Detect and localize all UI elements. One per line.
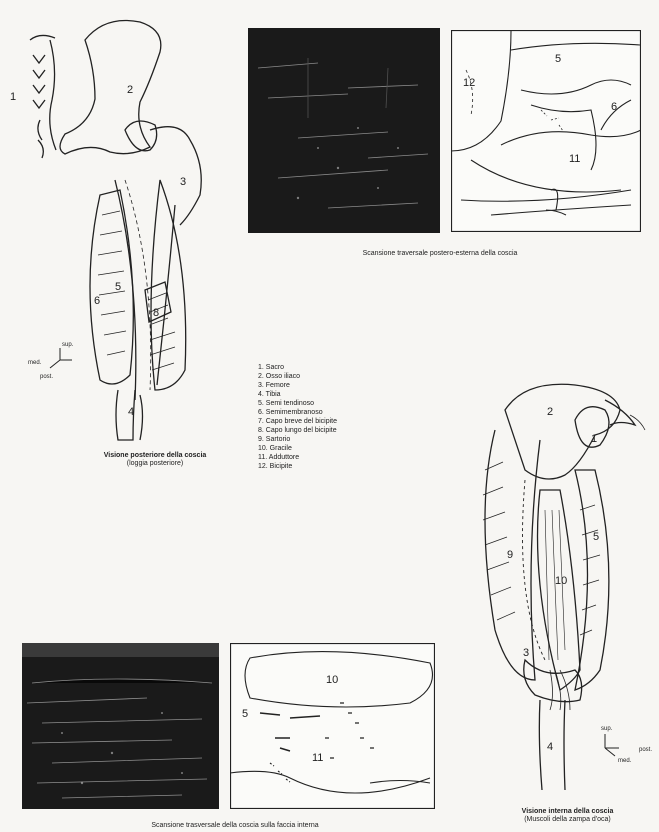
legend-item: 4. Tibia xyxy=(258,390,337,399)
svg-text:3: 3 xyxy=(523,647,529,659)
svg-text:sup.: sup. xyxy=(601,726,613,732)
schematic-top: 12 5 6 11 xyxy=(451,30,641,232)
ilium-outline xyxy=(60,20,161,154)
svg-text:4: 4 xyxy=(547,741,553,753)
internal-caption: Visione interna della coscia (Muscoli de… xyxy=(480,808,655,824)
svg-text:5: 5 xyxy=(555,53,561,65)
posterior-thigh-illustration: 1 2 3 4 5 6 8 sup. med. post. xyxy=(0,0,240,470)
legend-list: 1. Sacro 2. Osso iliaco 3. Femore 4. Tib… xyxy=(258,363,337,471)
svg-text:6: 6 xyxy=(611,101,617,113)
svg-text:1: 1 xyxy=(591,433,597,445)
legend-item: 1. Sacro xyxy=(258,363,337,372)
ultrasound-top-image xyxy=(248,28,440,233)
svg-text:med.: med. xyxy=(618,758,632,764)
posterior-caption: Visione posteriore della coscia (loggia … xyxy=(85,452,225,468)
svg-text:11: 11 xyxy=(569,153,580,165)
svg-text:9: 9 xyxy=(507,549,513,561)
internal-caption-title: Visione interna della coscia xyxy=(480,808,655,816)
svg-text:12: 12 xyxy=(463,77,475,89)
svg-text:2: 2 xyxy=(547,406,553,418)
svg-text:10: 10 xyxy=(326,674,338,686)
legend-item: 12. Bicipite xyxy=(258,462,337,471)
legend-item: 2. Osso iliaco xyxy=(258,372,337,381)
legend-item: 10. Gracile xyxy=(258,444,337,453)
svg-text:6: 6 xyxy=(94,295,100,307)
scan-top-caption: Scansione traversale postero-esterna del… xyxy=(300,250,580,258)
svg-text:2: 2 xyxy=(127,84,133,96)
svg-text:post.: post. xyxy=(40,374,53,380)
legend-item: 8. Capo lungo del bicipite xyxy=(258,426,337,435)
pelvis-outline xyxy=(505,384,620,479)
svg-text:3: 3 xyxy=(180,176,186,188)
ultrasound-bottom-image xyxy=(22,643,219,809)
internal-caption-sub: (Muscoli della zampa d'oca) xyxy=(480,816,655,824)
posterior-caption-title: Visione posteriore della coscia xyxy=(85,452,225,460)
svg-text:5: 5 xyxy=(242,708,248,720)
svg-text:med.: med. xyxy=(28,360,42,366)
legend-item: 6. Semimembranoso xyxy=(258,408,337,417)
legend-item: 9. Sartorio xyxy=(258,435,337,444)
svg-text:10: 10 xyxy=(555,575,567,587)
svg-text:4: 4 xyxy=(128,406,134,418)
internal-thigh-illustration: 2 1 9 10 5 3 4 sup. post. med. xyxy=(455,370,659,790)
schematic-bottom: 10 5 11 xyxy=(230,643,435,809)
posterior-caption-sub: (loggia posteriore) xyxy=(85,460,225,468)
semitendinosus-muscle xyxy=(575,470,609,690)
sacrum-outline xyxy=(30,35,55,158)
label-1: 1 xyxy=(10,91,16,103)
svg-text:sup.: sup. xyxy=(62,342,74,348)
legend-item: 7. Capo breve del bicipite xyxy=(258,417,337,426)
legend-item: 5. Semi tendinoso xyxy=(258,399,337,408)
legend-item: 11. Adduttore xyxy=(258,453,337,462)
semimembranosus-muscle xyxy=(90,190,133,384)
svg-text:5: 5 xyxy=(593,531,599,543)
svg-text:8: 8 xyxy=(153,307,159,319)
svg-text:5: 5 xyxy=(115,281,121,293)
svg-text:11: 11 xyxy=(312,752,323,764)
svg-text:post.: post. xyxy=(639,747,652,753)
scan-bottom-caption: Scansione trasversale della coscia sulla… xyxy=(70,822,400,830)
legend-item: 3. Femore xyxy=(258,381,337,390)
gracilis-muscle xyxy=(538,490,581,690)
